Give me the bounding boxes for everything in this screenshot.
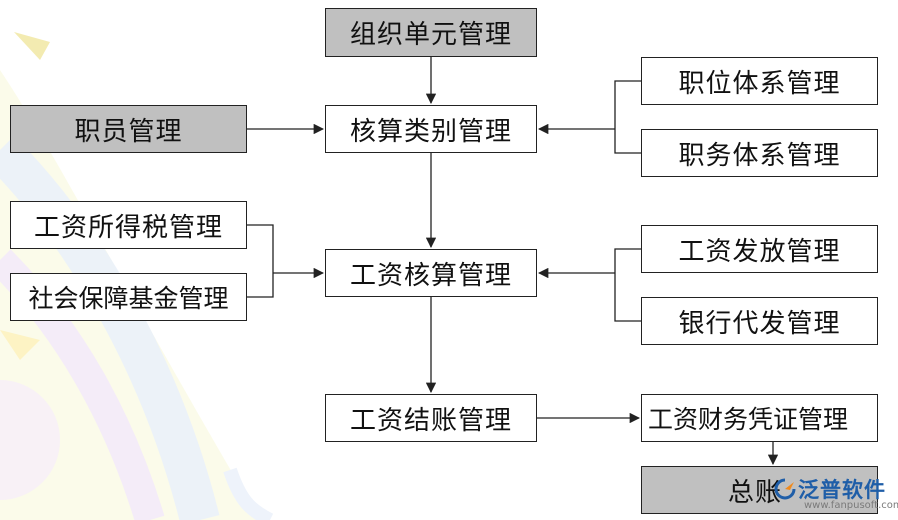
node-general-ledger: 总账 [641,466,878,514]
node-bank-agency-payment-management: 银行代发管理 [641,297,878,345]
bracket-fafang-daifa [614,248,641,322]
node-duty-system-management: 职务体系管理 [641,129,878,177]
watermark-name: 泛普软件 [798,478,886,502]
node-employee-management: 职员管理 [10,105,247,153]
bracket-zhiwei-zhiwu [614,80,641,154]
node-social-security-fund-management: 社会保障基金管理 [10,273,247,321]
fanpusoft-logo-icon [774,478,796,500]
node-position-system-management: 职位体系管理 [641,57,878,105]
node-salary-accounting-management: 工资核算管理 [325,249,537,297]
node-salary-closing-management: 工资结账管理 [325,394,537,442]
node-salary-payment-management: 工资发放管理 [641,225,878,273]
watermark-url: www.fanpusoft.com [804,500,898,511]
node-salary-voucher-management: 工资财务凭证管理 [641,394,878,442]
node-accounting-category-management: 核算类别管理 [325,105,537,153]
bracket-suodeshui-shebao [247,224,274,298]
fanpusoft-logo: 泛普软件 www.fanpusoft.com [770,470,898,516]
node-salary-income-tax-management: 工资所得税管理 [10,201,247,249]
node-org-unit-management: 组织单元管理 [325,8,537,57]
